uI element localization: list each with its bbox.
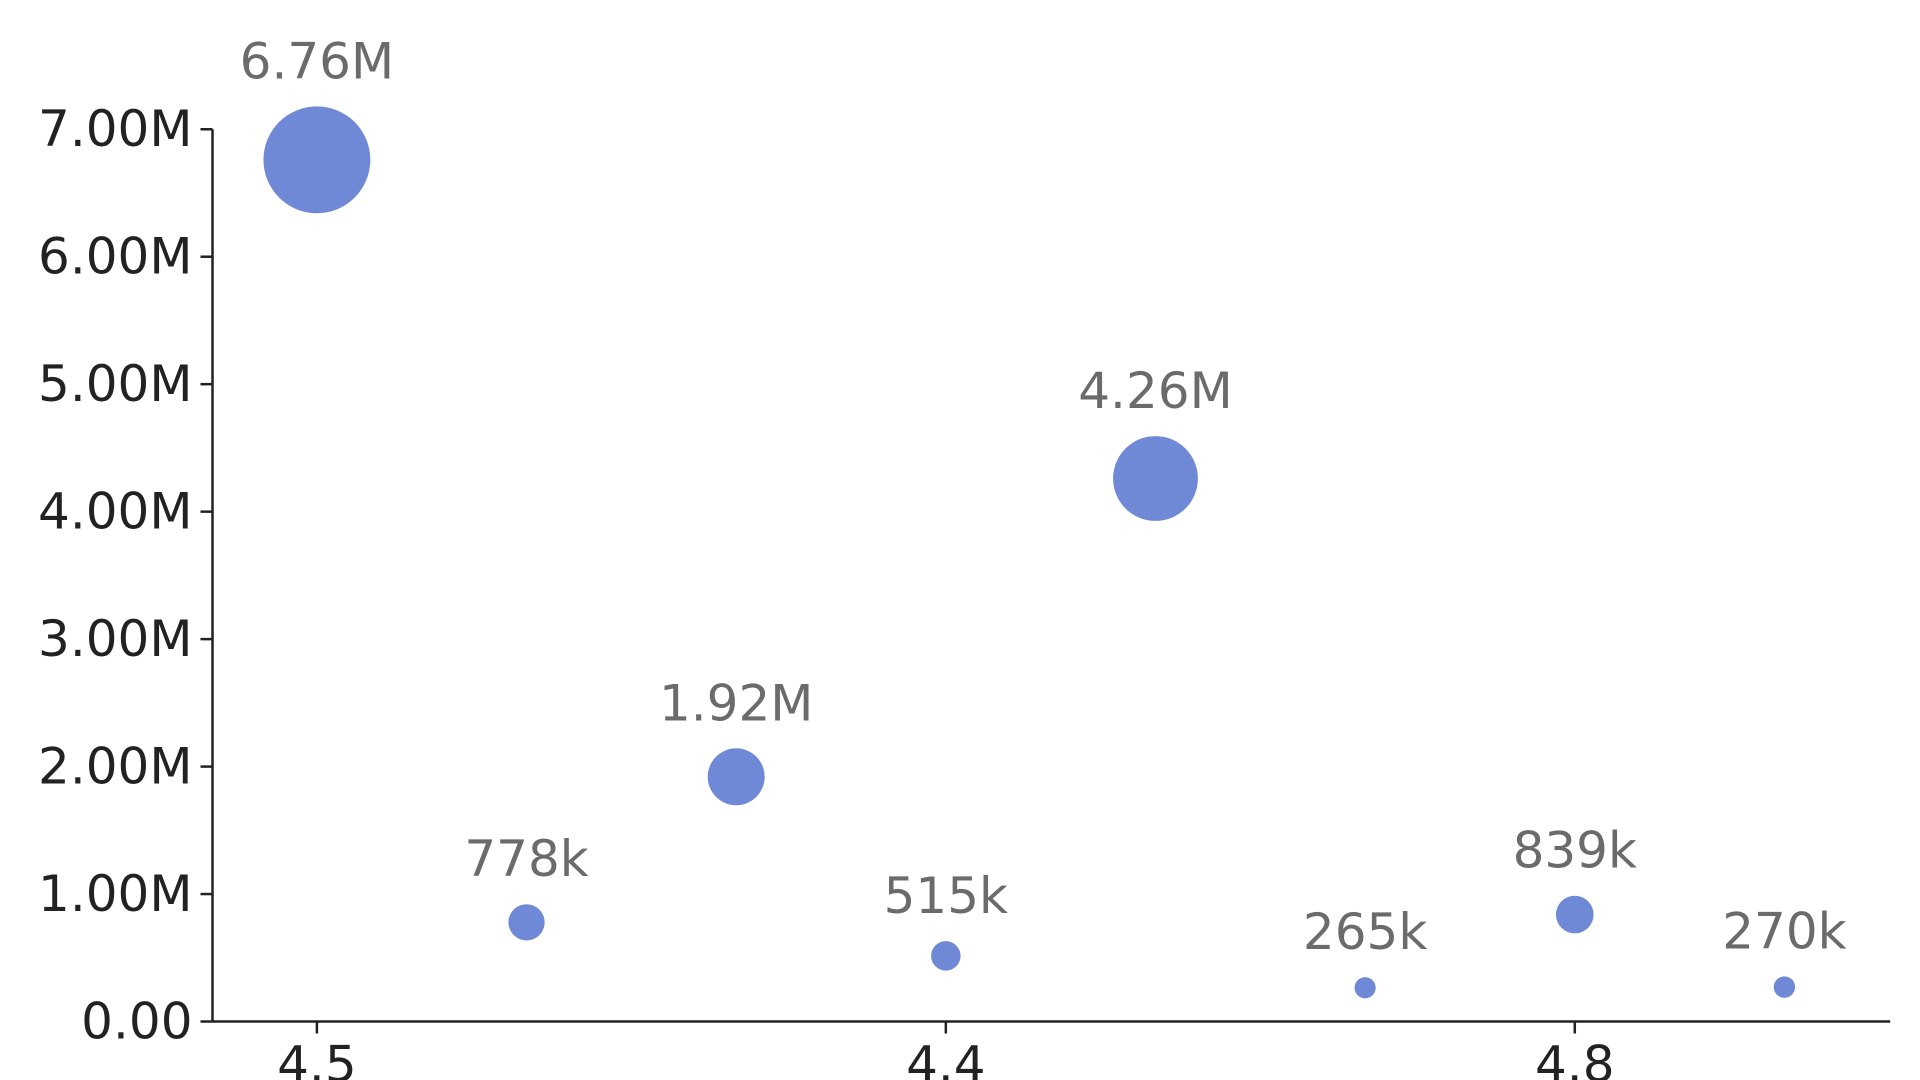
data-labels: 6.76M 778k 1.92M 515k 4.26M 265k 839k 270k xyxy=(240,32,1847,961)
data-label: 515k xyxy=(884,867,1008,925)
data-points xyxy=(263,106,1796,999)
x-tick-label: 4.4 xyxy=(906,1036,986,1080)
y-tick-label: 5.00M xyxy=(38,355,192,413)
data-label: 6.76M xyxy=(240,32,394,90)
data-point xyxy=(931,941,961,971)
y-tick-label: 1.00M xyxy=(38,865,192,923)
y-tick-label: 6.00M xyxy=(38,228,192,286)
y-tick-label: 3.00M xyxy=(38,610,192,668)
x-tick-label: 4.5 xyxy=(277,1036,357,1080)
y-axis: 0.00 1.00M 2.00M 3.00M 4.00M 5.00M 6.00M 7.00M xyxy=(38,100,214,1051)
data-point xyxy=(1354,977,1376,999)
y-tick-label: 0.00 xyxy=(81,993,192,1051)
data-label: 839k xyxy=(1513,822,1637,880)
data-label: 1.92M xyxy=(659,674,813,732)
data-point xyxy=(508,904,545,941)
data-label: 4.26M xyxy=(1078,362,1232,420)
y-tick-label: 4.00M xyxy=(38,483,192,541)
data-label: 270k xyxy=(1722,902,1846,960)
y-tick-label: 2.00M xyxy=(38,738,192,796)
data-label: 778k xyxy=(464,830,588,888)
data-label: 265k xyxy=(1303,903,1427,961)
x-axis: 4.5 4.4 4.8 xyxy=(212,1020,1891,1080)
data-point xyxy=(263,106,371,214)
data-point xyxy=(1113,436,1198,521)
data-point xyxy=(707,748,765,806)
x-tick-label: 4.8 xyxy=(1535,1036,1615,1080)
data-point xyxy=(1555,895,1594,934)
data-point xyxy=(1773,976,1796,998)
y-tick-label: 7.00M xyxy=(38,100,192,158)
